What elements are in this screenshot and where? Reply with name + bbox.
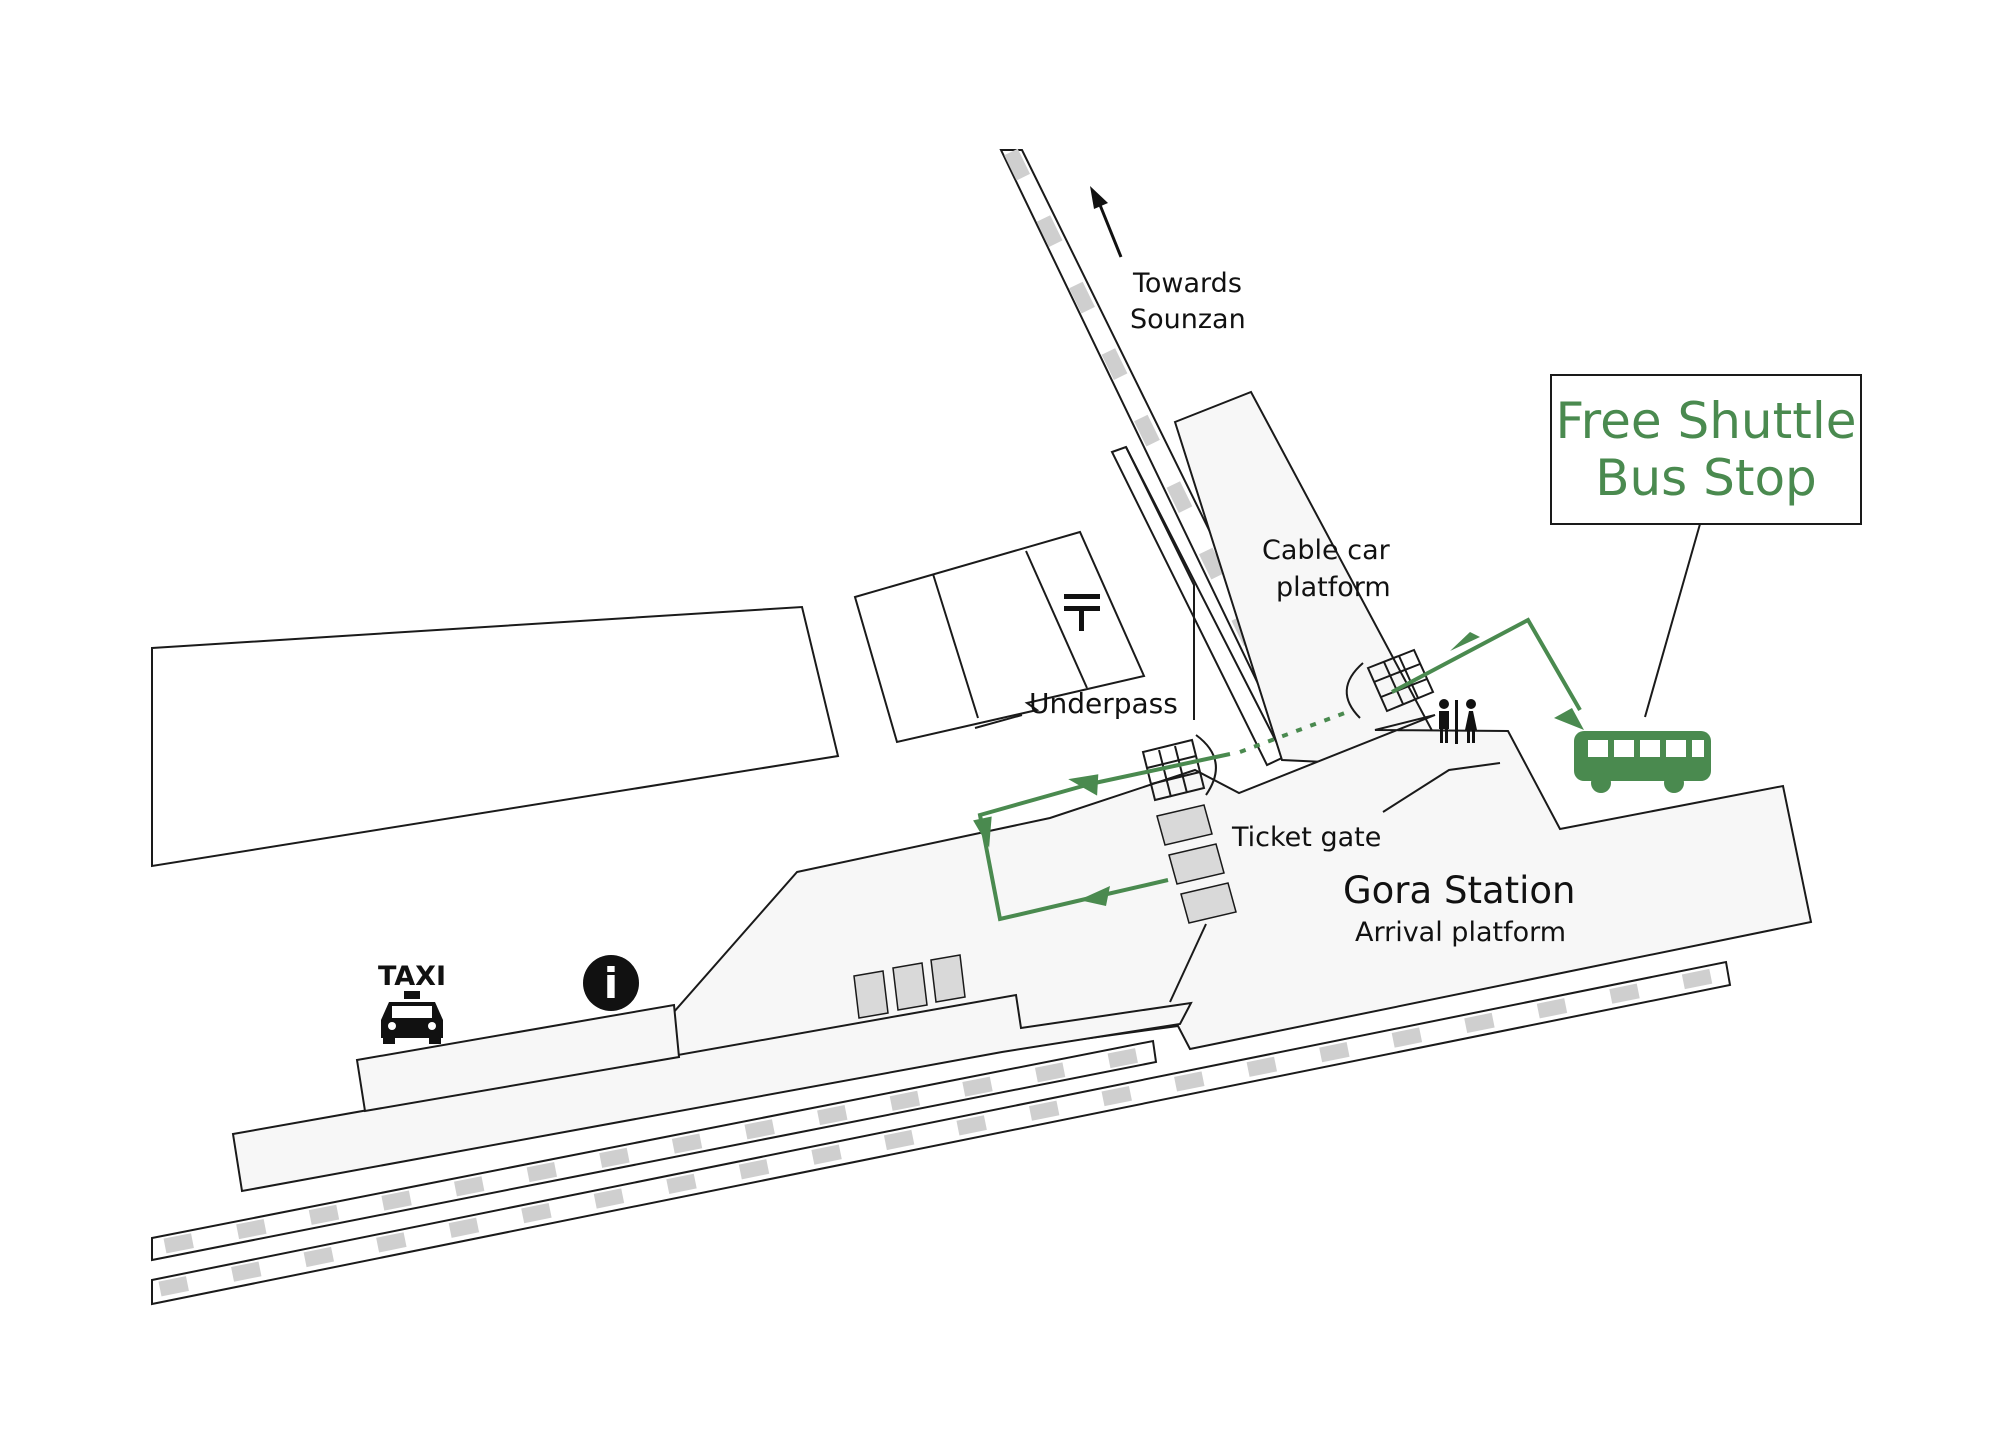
underpass-stairs <box>1141 734 1217 802</box>
ticket-gate-leader <box>1169 923 1207 1003</box>
info-glyph: i <box>604 959 618 1008</box>
station-name-label: Gora Station <box>1343 869 1576 912</box>
shuttle-label-line1: Free Shuttle <box>1556 392 1857 450</box>
post-office-building <box>853 530 1146 744</box>
railway-track-upper <box>151 1039 1158 1262</box>
platform-lockers <box>853 954 966 1019</box>
underpass-label: Underpass <box>1029 687 1178 720</box>
taxi-label: TAXI <box>378 961 446 992</box>
ticket-gate-label: Ticket gate <box>1231 822 1381 853</box>
block-west <box>151 605 840 868</box>
cable-car-label-line1: Cable car <box>1262 535 1391 566</box>
cable-car-label-line2: platform <box>1276 572 1391 603</box>
north-arrow-icon <box>1090 186 1123 258</box>
walking-route <box>973 617 1584 922</box>
cable-car-gate-leader <box>1382 762 1501 813</box>
information-icon: i <box>583 955 639 1011</box>
post-office-icon <box>1064 594 1100 631</box>
taxi-info-building <box>355 1003 681 1113</box>
shuttle-bus-stop-callout: Free Shuttle Bus Stop <box>1550 374 1862 718</box>
arrival-platform-strip <box>231 993 1193 1193</box>
bus-icon <box>1574 731 1711 793</box>
ticket-gates <box>1156 804 1237 924</box>
towards-label-line2: Sounzan <box>1130 304 1246 335</box>
railway-track-lower <box>151 960 1732 1306</box>
cable-car-stairs <box>1345 648 1435 719</box>
shuttle-label-line2: Bus Stop <box>1595 449 1817 507</box>
underpass-leader <box>974 714 1023 729</box>
taxi-icon: TAXI <box>378 961 446 1044</box>
arrival-platform-label: Arrival platform <box>1355 917 1566 948</box>
towards-label-line1: Towards <box>1132 268 1242 299</box>
restroom-icon <box>1439 699 1477 744</box>
